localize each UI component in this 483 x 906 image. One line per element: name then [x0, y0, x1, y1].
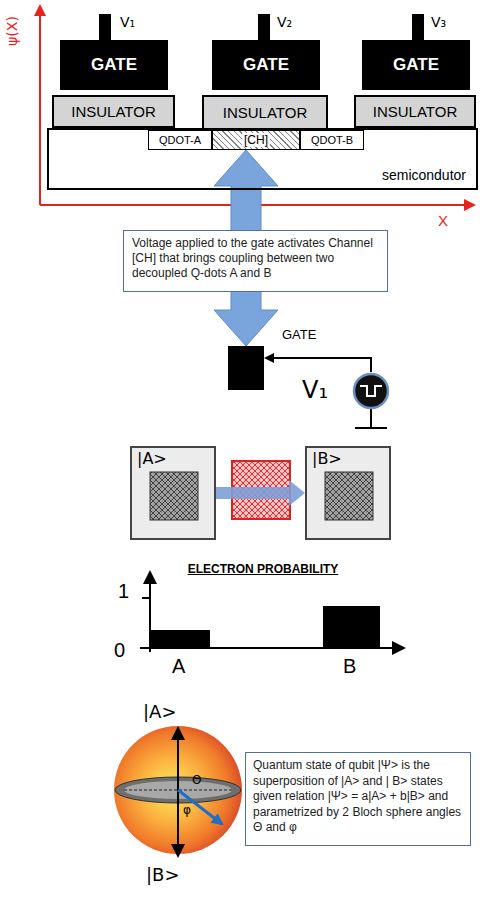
pole-label: |B> — [146, 866, 180, 884]
quantum-dot: QDOT-B — [300, 130, 364, 150]
gate-terminal-stem — [99, 14, 111, 40]
axis-label: ψ(X) — [5, 11, 19, 51]
node-text: GATE — [243, 55, 289, 75]
tick-label: 1 — [118, 581, 129, 601]
node-text: INSULATOR — [71, 103, 155, 120]
semiconductor-substrate: semicondutor QDOT-A [CH] QDOT-B — [47, 128, 478, 190]
node-text: |A> — [137, 451, 167, 467]
voltage-label: V₃ — [431, 15, 446, 29]
category-label: A — [172, 656, 185, 676]
insulator-layer: INSULATOR — [354, 95, 476, 128]
source-circle — [354, 374, 388, 408]
qubit-state-box: |B> — [305, 446, 391, 540]
bloch-axis — [177, 790, 179, 856]
transition-arrow — [216, 487, 289, 499]
angle-label: φ — [183, 804, 191, 816]
bar — [323, 606, 380, 648]
node-text: INSULATOR — [223, 104, 307, 121]
node-text: GATE — [282, 327, 316, 342]
y-axis — [39, 6, 41, 205]
note-box: Quantum state of qubit |Ψ> is the superp… — [245, 752, 471, 846]
node-text: V₁ — [302, 378, 328, 402]
voltage-label: V₂ — [277, 15, 292, 29]
channel-region: [CH] — [212, 130, 300, 150]
node-text: QDOT-A — [159, 134, 201, 146]
voltage-source: V₁ — [352, 372, 390, 410]
voltage-label: V₁ — [120, 15, 135, 29]
insulator-layer: INSULATOR — [52, 95, 175, 128]
source-outline — [352, 372, 390, 410]
signal-wire — [274, 358, 371, 372]
node-text: GATE — [91, 55, 137, 75]
node-text: GATE — [393, 55, 439, 75]
chart-title: ELECTRON PROBABILITY — [188, 563, 339, 575]
bar — [150, 630, 210, 648]
node-text: Voltage applied to the gate activates Ch… — [132, 236, 373, 280]
gate-terminal-stem — [258, 14, 270, 40]
gate-electrode: GATE — [60, 40, 168, 90]
quantum-dot-symbol — [150, 472, 198, 520]
node-text: Quantum state of qubit |Ψ> is the superp… — [253, 758, 461, 834]
pole-label: |A> — [143, 703, 176, 721]
quantum-dot-symbol — [325, 472, 373, 520]
ground-wire — [370, 409, 372, 428]
gate-electrode: GATE — [362, 40, 470, 90]
category-label: B — [343, 656, 356, 676]
bloch-axis — [177, 728, 179, 790]
gate-terminal-stem — [412, 14, 424, 40]
gate-electrode: GATE — [212, 40, 320, 90]
angle-label: Θ — [192, 774, 201, 786]
ground-symbol — [355, 427, 387, 429]
axis-label: X — [438, 213, 448, 228]
node-text: |B> — [312, 451, 342, 467]
tick-label: 0 — [114, 640, 125, 660]
quantum-dot: QDOT-A — [148, 130, 212, 150]
node-text: INSULATOR — [373, 103, 457, 120]
qubit-state-box: |A> — [130, 446, 216, 540]
insulator-layer: INSULATOR — [202, 95, 328, 130]
chart-tick — [142, 597, 150, 599]
node-text: semicondutor — [382, 167, 466, 183]
pulse-symbol — [360, 386, 382, 396]
node-text: QDOT-B — [311, 134, 353, 146]
callout-box: Voltage applied to the gate activates Ch… — [123, 230, 388, 292]
gate-terminal: GATE — [228, 346, 264, 390]
state-vector — [178, 790, 222, 824]
node-text: [CH] — [242, 133, 270, 147]
state-box-fill — [130, 446, 216, 540]
state-box-fill — [305, 446, 391, 540]
